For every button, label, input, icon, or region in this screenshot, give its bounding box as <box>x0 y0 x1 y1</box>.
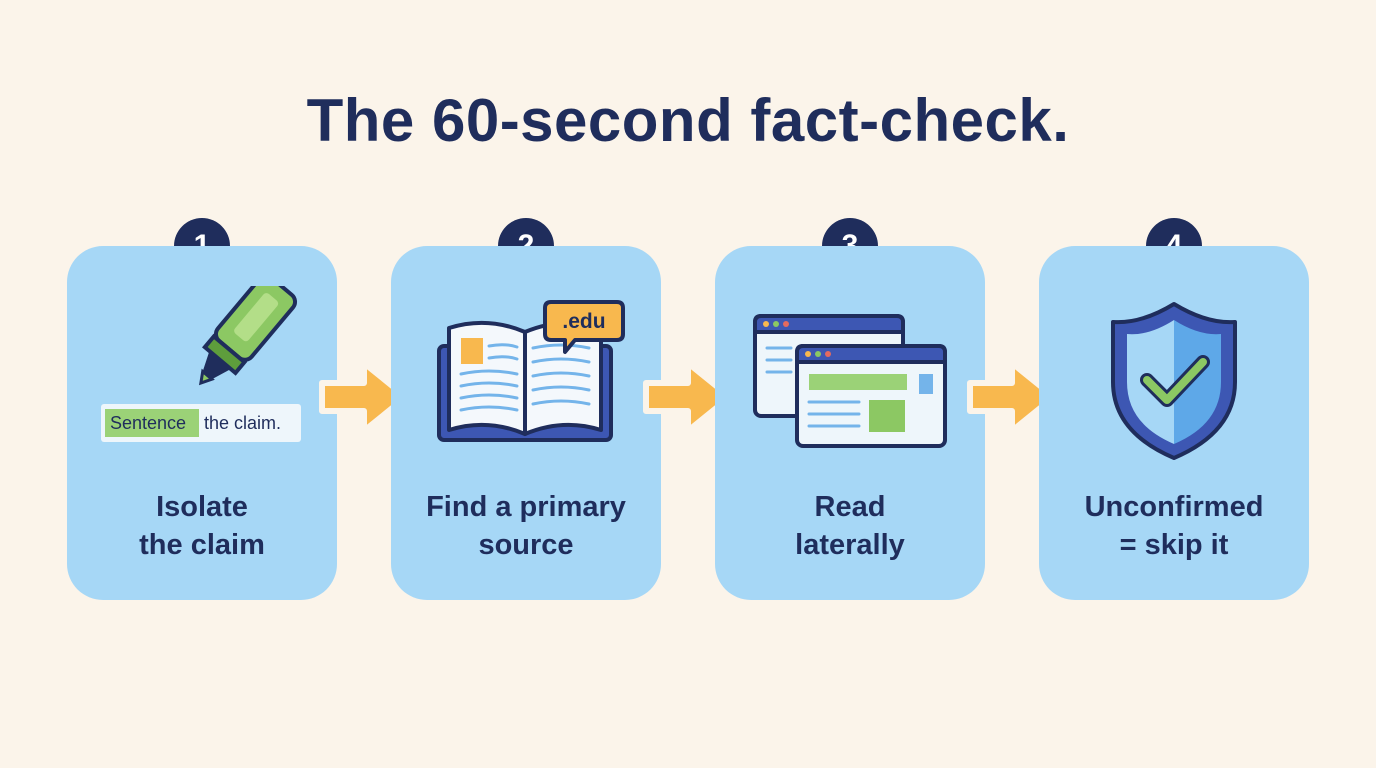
step-1-label-line-1: Isolate <box>156 491 248 523</box>
arrow-right-icon <box>643 360 733 434</box>
step-2-label-line-1: Find a primary <box>426 491 626 523</box>
step-4-label: Unconfirmed = skip it <box>1039 488 1309 564</box>
arrow-right-icon <box>967 360 1057 434</box>
open-book-icon: .edu <box>391 286 661 466</box>
step-3-label-line-1: Read <box>814 491 886 523</box>
step-1-label: Isolate the claim <box>67 488 337 564</box>
step-1-highlighted-word: Sentence <box>110 413 186 433</box>
step-1-label-line-2: the claim <box>139 529 265 561</box>
step-4-label-line-2: = skip it <box>1119 529 1229 561</box>
page-title: The 60-second fact-check. <box>306 87 1070 154</box>
step-1-card: Sentence the claim. Isolate the claim <box>67 246 337 600</box>
highlighter-icon: Sentence the claim. <box>67 286 337 466</box>
browser-windows-icon <box>715 286 985 466</box>
step-1-rest-text: the claim. <box>199 413 281 433</box>
step-2-card: .edu Find a primary source <box>391 246 661 600</box>
shield-check-icon <box>1039 286 1309 466</box>
step-4-card: Unconfirmed = skip it <box>1039 246 1309 600</box>
step-3-label: Read laterally <box>715 488 985 564</box>
step-3-card: Read laterally <box>715 246 985 600</box>
step-2-label-line-2: source <box>478 529 574 561</box>
step-2-label: Find a primary source <box>391 488 661 564</box>
edu-tag-text: .edu <box>562 310 605 333</box>
step-4-label-line-1: Unconfirmed <box>1084 491 1264 523</box>
step-3-label-line-2: laterally <box>795 529 905 561</box>
arrow-right-icon <box>319 360 409 434</box>
